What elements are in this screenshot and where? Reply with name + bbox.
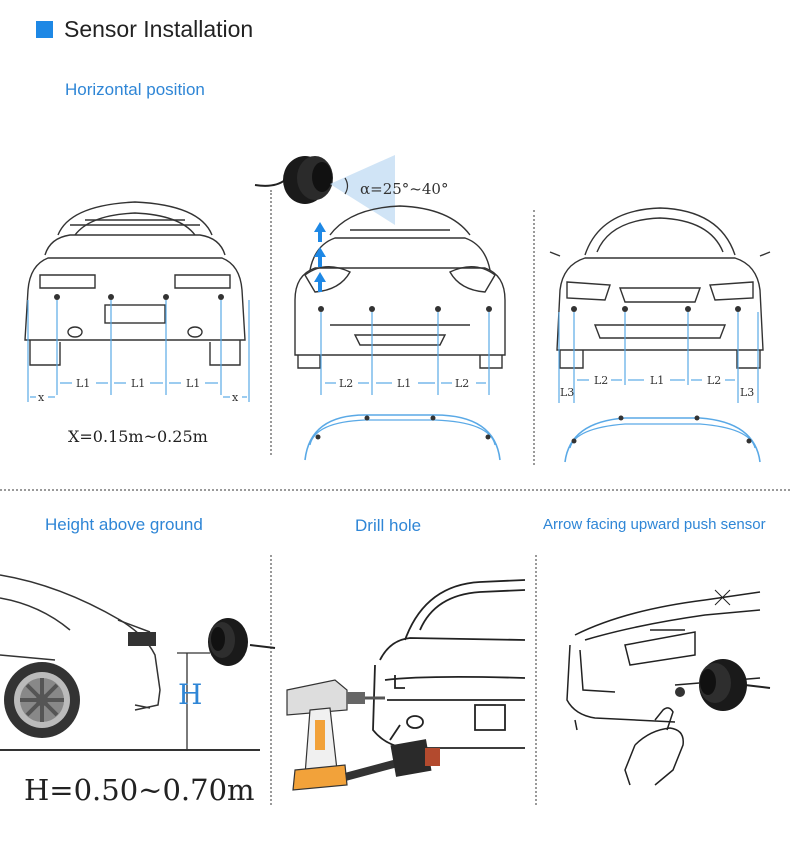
drill-hole-label: Drill hole <box>355 516 422 535</box>
h-letter: H <box>178 678 203 711</box>
drill-icon <box>286 679 385 791</box>
dim-label: L1 <box>76 377 90 390</box>
push-sensor-label: Arrow facing upward push sensor <box>543 516 766 533</box>
angle-cone <box>330 155 395 225</box>
separator-4 <box>535 555 537 805</box>
tail-light <box>128 632 156 646</box>
separator-2 <box>533 210 535 465</box>
front-2-dimension-labels: L3 L2 L1 L2 L3 <box>560 374 754 399</box>
sensor-point <box>54 294 60 300</box>
separator-3 <box>270 555 272 805</box>
dim-label: L2 <box>594 374 608 387</box>
horizontal-position-label: Horizontal position <box>65 80 205 99</box>
dim-label: L2 <box>455 377 469 390</box>
rear-dimension-labels: L1 L1 L1 x x <box>38 377 239 404</box>
sensor-point <box>108 294 114 300</box>
separator-1 <box>270 190 272 455</box>
page-title: Sensor Installation <box>64 16 254 42</box>
dim-label: L3 <box>560 386 574 399</box>
dim-label: x <box>232 391 239 404</box>
section-separator <box>0 489 790 491</box>
dim-label: L1 <box>186 377 200 390</box>
dim-label: x <box>38 391 45 404</box>
front-car-diagram <box>254 155 506 461</box>
hole-saw-icon <box>344 739 440 781</box>
upward-arrows-icon <box>314 222 326 292</box>
front-dimension-labels: L2 L1 L2 <box>339 377 469 390</box>
height-formula: H=0.50~0.70m <box>24 773 255 807</box>
sensor-point <box>163 294 169 300</box>
height-above-ground-label: Height above ground <box>45 515 203 534</box>
drill-hole-diagram <box>286 579 526 791</box>
front-car-2-diagram <box>549 207 771 463</box>
dim-label: L3 <box>740 386 754 399</box>
title-square-icon <box>36 21 53 38</box>
dim-label: L1 <box>397 377 411 390</box>
dim-label: L1 <box>650 374 664 387</box>
rear-car-diagram <box>24 201 250 402</box>
dim-label: L2 <box>707 374 721 387</box>
angle-label: α=25°~40° <box>360 180 449 198</box>
push-sensor-diagram <box>566 589 771 786</box>
height-diagram <box>0 574 276 751</box>
dim-label: L2 <box>339 377 353 390</box>
x-formula: X=0.15m~0.25m <box>68 427 208 446</box>
sensor-point <box>218 294 224 300</box>
dim-label: L1 <box>131 377 145 390</box>
